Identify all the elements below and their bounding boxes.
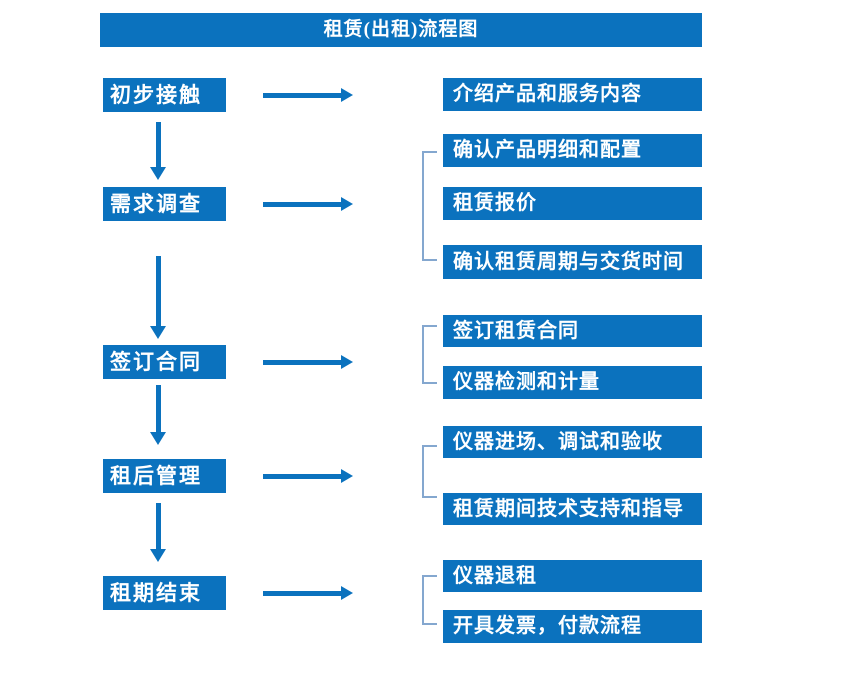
group-bracket bbox=[422, 325, 437, 384]
right-arrow-shaft bbox=[263, 360, 342, 365]
right-arrow bbox=[263, 88, 353, 102]
detail-box-introduce-products: 介绍产品和服务内容 bbox=[443, 78, 702, 111]
flowchart-title: 租赁(出租)流程图 bbox=[100, 13, 702, 47]
down-arrow-shaft bbox=[155, 385, 161, 432]
down-arrow bbox=[150, 256, 166, 339]
step-box-sign-contract: 签订合同 bbox=[103, 345, 226, 379]
right-arrow bbox=[263, 586, 353, 600]
right-arrow bbox=[263, 469, 353, 483]
right-arrow-head bbox=[341, 197, 353, 211]
down-arrow bbox=[150, 385, 166, 445]
detail-box-confirm-product-config: 确认产品明细和配置 bbox=[443, 134, 702, 167]
group-bracket bbox=[422, 151, 437, 261]
right-arrow-head bbox=[341, 469, 353, 483]
down-arrow-head bbox=[150, 326, 166, 339]
detail-box-instrument-return: 仪器退租 bbox=[443, 560, 702, 592]
group-bracket bbox=[422, 445, 437, 498]
group-bracket bbox=[422, 575, 437, 625]
detail-box-invoice-payment: 开具发票，付款流程 bbox=[443, 610, 702, 643]
detail-box-rental-quotation: 租赁报价 bbox=[443, 187, 702, 220]
right-arrow-shaft bbox=[263, 474, 342, 479]
right-arrow-shaft bbox=[263, 93, 342, 98]
detail-box-instrument-entry-acceptance: 仪器进场、调试和验收 bbox=[443, 426, 702, 458]
down-arrow-shaft bbox=[155, 256, 161, 326]
detail-box-sign-rental-contract: 签订租赁合同 bbox=[443, 315, 702, 347]
step-box-post-rental-management: 租后管理 bbox=[103, 459, 226, 493]
detail-box-instrument-inspection: 仪器检测和计量 bbox=[443, 366, 702, 399]
down-arrow-shaft bbox=[155, 503, 161, 549]
down-arrow-head bbox=[150, 167, 166, 180]
right-arrow-shaft bbox=[263, 202, 342, 207]
detail-box-tech-support: 租赁期间技术支持和指导 bbox=[443, 493, 702, 525]
right-arrow bbox=[263, 355, 353, 369]
down-arrow-head bbox=[150, 432, 166, 445]
right-arrow bbox=[263, 197, 353, 211]
down-arrow-shaft bbox=[155, 122, 161, 167]
step-box-lease-end: 租期结束 bbox=[103, 576, 226, 610]
down-arrow-head bbox=[150, 549, 166, 562]
step-box-demand-survey: 需求调查 bbox=[103, 187, 226, 221]
right-arrow-shaft bbox=[263, 591, 342, 596]
down-arrow bbox=[150, 122, 166, 180]
down-arrow bbox=[150, 503, 166, 562]
right-arrow-head bbox=[341, 355, 353, 369]
detail-box-confirm-period-delivery: 确认租赁周期与交货时间 bbox=[443, 245, 702, 279]
right-arrow-head bbox=[341, 586, 353, 600]
step-box-initial-contact: 初步接触 bbox=[103, 78, 226, 112]
right-arrow-head bbox=[341, 88, 353, 102]
